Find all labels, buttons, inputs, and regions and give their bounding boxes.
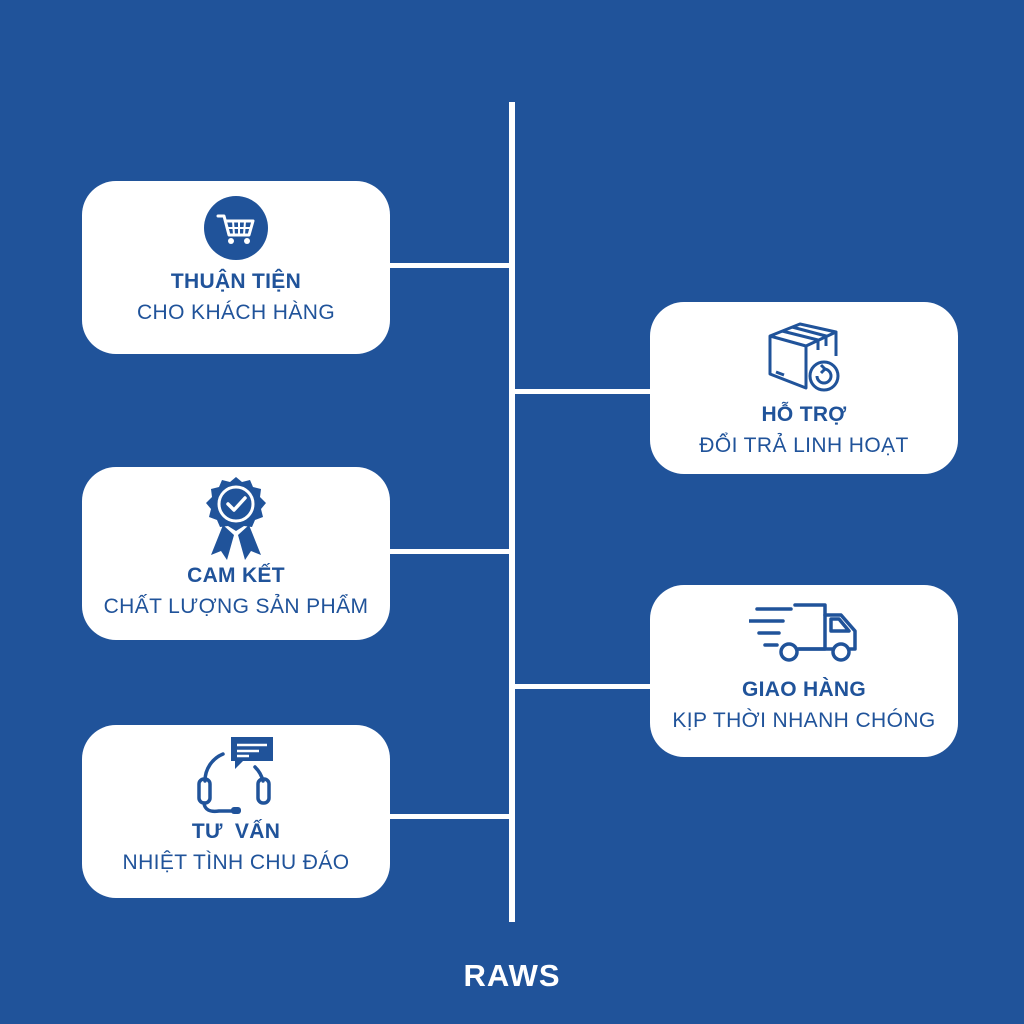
feature-subtitle: ĐỔI TRẢ LINH HOẠT bbox=[699, 434, 909, 457]
connector-returns bbox=[512, 389, 652, 394]
headset-chat-icon bbox=[193, 735, 279, 815]
feature-card-consulting: TƯ VẤN NHIỆT TÌNH CHU ĐÁO bbox=[82, 725, 390, 898]
box-return-icon bbox=[766, 316, 842, 392]
connector-convenience bbox=[388, 263, 512, 268]
feature-subtitle: CHO KHÁCH HÀNG bbox=[136, 301, 336, 324]
feature-subtitle: NHIỆT TÌNH CHU ĐÁO bbox=[122, 851, 350, 874]
timeline-spine bbox=[509, 102, 515, 922]
fast-truck-icon bbox=[749, 601, 859, 663]
shopping-cart-icon bbox=[203, 195, 269, 261]
feature-title: GIAO HÀNG bbox=[741, 678, 867, 701]
connector-consulting bbox=[388, 814, 512, 819]
feature-title: CAM KẾT bbox=[187, 564, 285, 587]
feature-title: TƯ VẤN bbox=[191, 820, 281, 843]
feature-subtitle: CHẤT LƯỢNG SẢN PHẨM bbox=[103, 595, 369, 618]
feature-card-quality: CAM KẾT CHẤT LƯỢNG SẢN PHẨM bbox=[82, 467, 390, 640]
award-badge-icon bbox=[201, 475, 271, 561]
feature-card-returns: HỖ TRỢ ĐỔI TRẢ LINH HOẠT bbox=[650, 302, 958, 474]
connector-quality bbox=[388, 549, 512, 554]
brand-name: RAWS bbox=[463, 958, 561, 993]
feature-card-delivery: GIAO HÀNG KỊP THỜI NHANH CHÓNG bbox=[650, 585, 958, 757]
feature-subtitle: KỊP THỜI NHANH CHÓNG bbox=[672, 709, 936, 732]
feature-title: THUẬN TIỆN bbox=[170, 270, 302, 293]
connector-delivery bbox=[512, 684, 652, 689]
feature-title: HỖ TRỢ bbox=[761, 403, 847, 426]
feature-card-convenience: THUẬN TIỆN CHO KHÁCH HÀNG bbox=[82, 181, 390, 354]
